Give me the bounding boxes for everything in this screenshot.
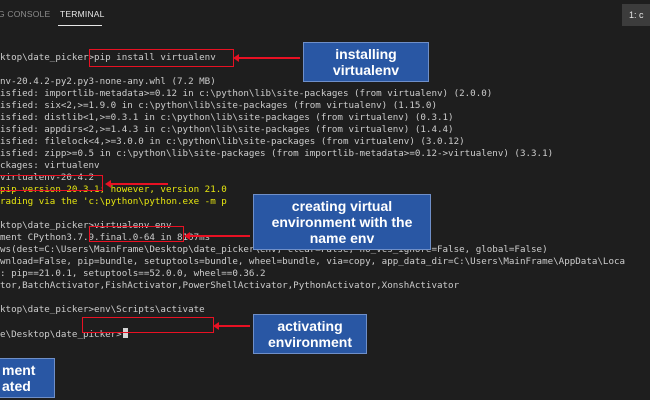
active-tab-indicator (58, 25, 102, 26)
terminal-line-virtualenv-env: ktop\date_picker>virtualenv env (0, 220, 172, 231)
terminal-warning-line: rading via the 'c:\python\python.exe -m … (0, 196, 227, 207)
terminal-line-pip-install: ktop\date_picker>pip install virtualenv (0, 52, 216, 63)
arrow-to-activate (213, 322, 250, 329)
terminal-line: isfied: importlib-metadata>=0.12 in c:\p… (0, 88, 493, 99)
arrow-to-installed (105, 180, 168, 187)
terminal-line: isfied: distlib<1,>=0.3.1 in c:\python\l… (0, 112, 454, 123)
callout-creating-env: creating virtual environment with the na… (253, 194, 431, 250)
highlight-pip-install (89, 49, 234, 67)
arrow-to-virtualenv-env (184, 232, 250, 239)
callout-activating-environment: activating environment (253, 314, 367, 354)
terminal-prompt: e\Desktop\date_picker> (0, 329, 122, 340)
terminal-line-installed: virtualenv-20.4.2 (0, 172, 95, 183)
terminal-line: : pip==21.0.1, setuptools==52.0.0, wheel… (0, 268, 266, 279)
tab-terminal[interactable]: TERMINAL (60, 9, 105, 19)
terminal-cursor (122, 328, 128, 338)
terminal-prompt-line: e\Desktop\date_picker> (0, 328, 128, 341)
terminal-line: isfied: zipp>=0.5 in c:\python\lib\site-… (0, 148, 554, 159)
callout-installing-virtualenv: installing virtualenv (303, 42, 429, 82)
terminal-line-activate: ktop\date_picker>env\Scripts\activate (0, 304, 205, 315)
terminal-line: ment CPython3.7.9.final.0-64 in 8107ms (0, 232, 211, 243)
terminal-line: wnload=False, pip=bundle, setuptools=bun… (0, 256, 626, 267)
terminal-warning-line: pip version 20.3.1; however, version 21.… (0, 184, 227, 195)
terminal-selector-dropdown[interactable]: 1: c (622, 4, 650, 26)
terminal-line: isfied: appdirs<2,>=1.4.3 in c:\python\l… (0, 124, 454, 135)
terminal-line: isfied: filelock<4,>=3.0.0 in c:\python\… (0, 136, 465, 147)
terminal-line: ckages: virtualenv (0, 160, 100, 171)
panel-tab-bar: G CONSOLE TERMINAL 1: c (0, 0, 650, 32)
terminal-line: nv-20.4.2-py2.py3-none-any.whl (7.2 MB) (0, 76, 216, 87)
highlight-virtualenv-env (89, 226, 184, 242)
callout-environment-activated: ment ated (0, 358, 55, 398)
arrow-to-pip-install (233, 54, 300, 61)
highlight-installed-virtualenv (0, 175, 103, 191)
tab-debug-console[interactable]: G CONSOLE (0, 9, 51, 19)
highlight-activate (82, 317, 214, 333)
terminal-line: tor,BatchActivator,FishActivator,PowerSh… (0, 280, 460, 291)
terminal-output[interactable]: ktop\date_picker>pip install virtualenv … (0, 40, 650, 400)
terminal-line: isfied: six<2,>=1.9.0 in c:\python\lib\s… (0, 100, 437, 111)
